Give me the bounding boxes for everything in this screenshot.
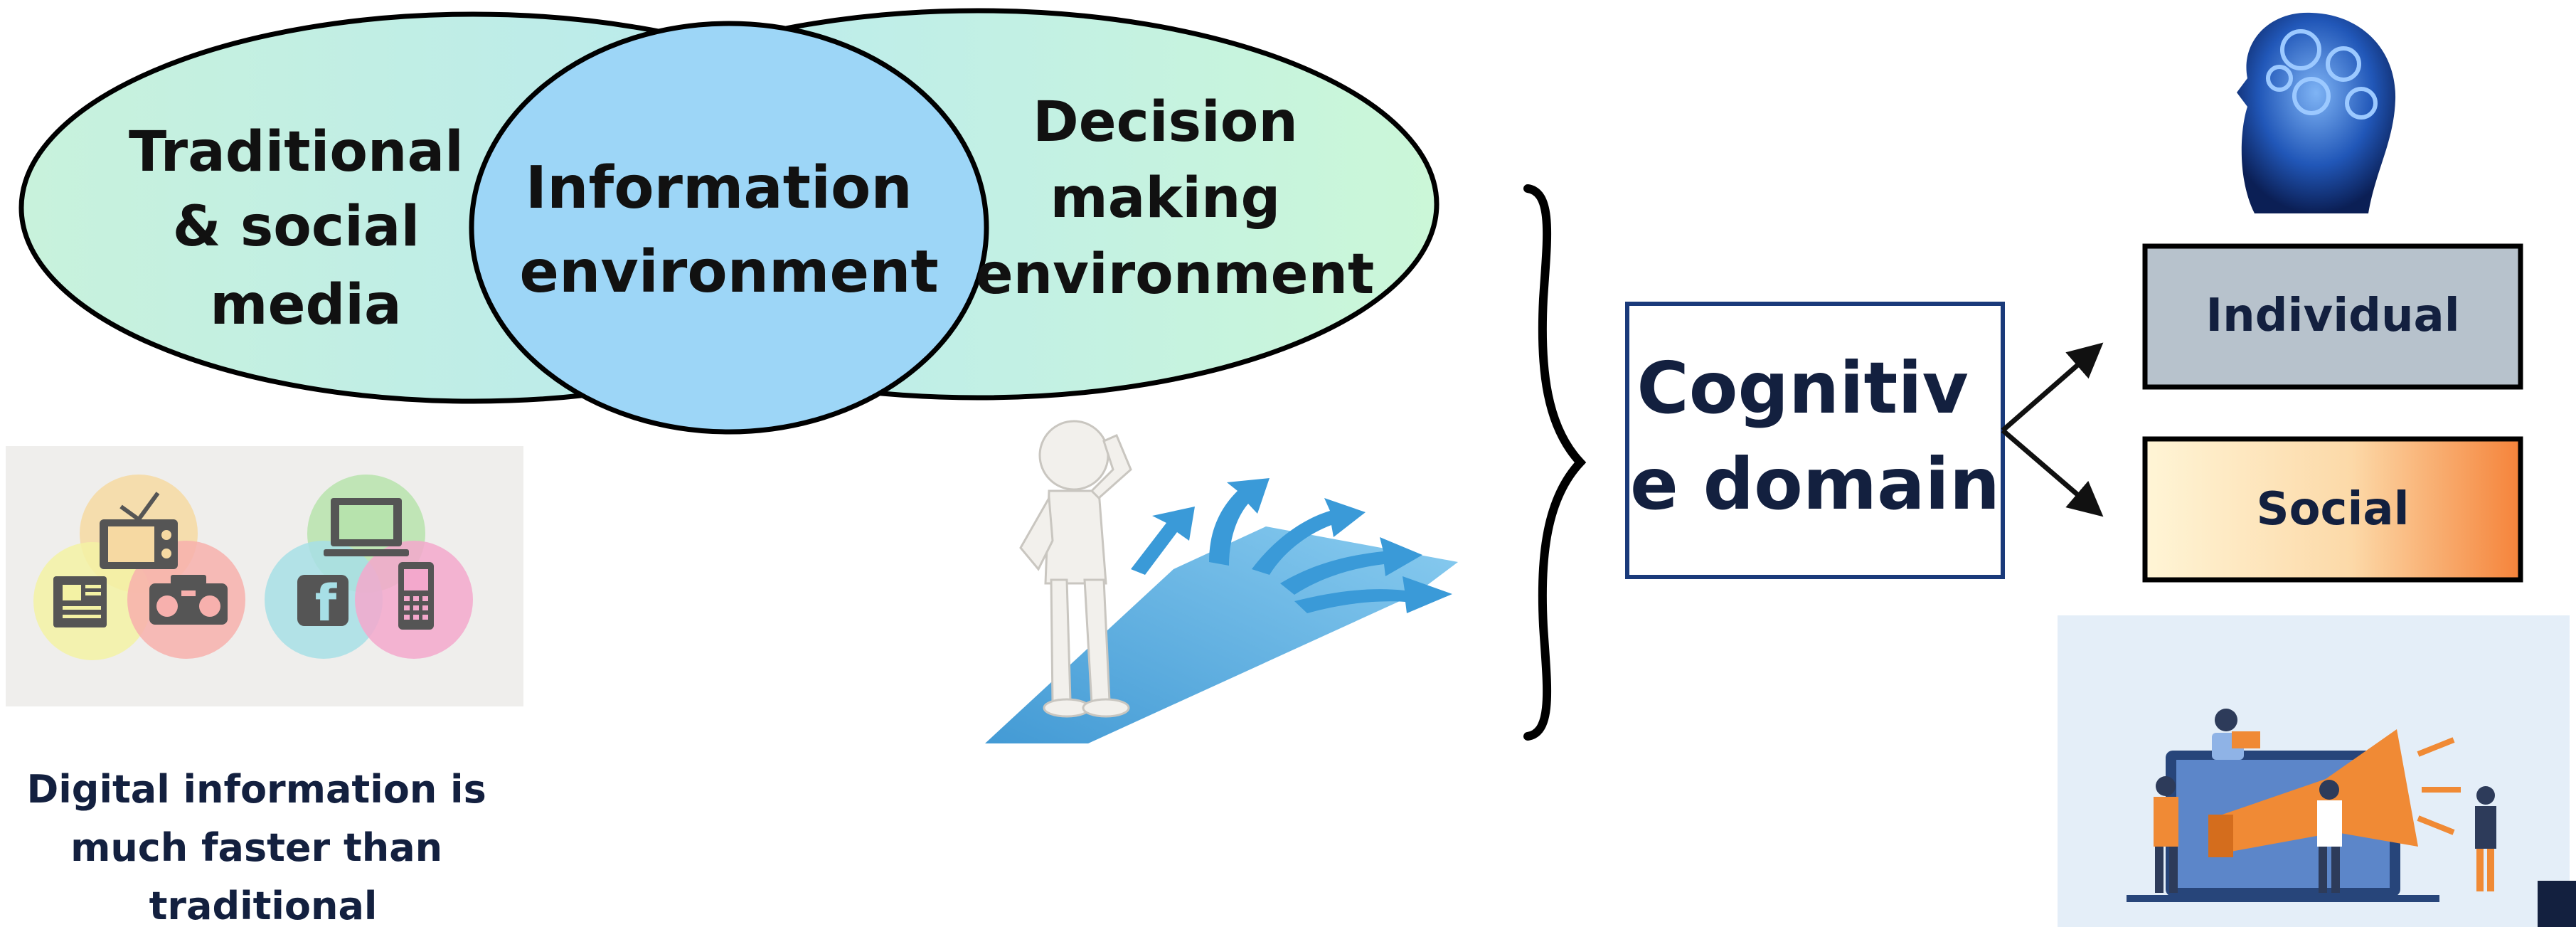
thinking-person-icon <box>1019 420 1132 718</box>
person-icon <box>2317 780 2342 893</box>
direction-arrow-3 <box>1252 498 1366 575</box>
media-icons-image: f <box>6 446 523 706</box>
svg-text:f: f <box>315 574 338 632</box>
person-icon <box>2212 709 2260 760</box>
social-box: Social <box>2142 436 2523 583</box>
tv-icon <box>100 492 178 569</box>
venn-center-label: Information environment <box>519 154 938 306</box>
cognitive-domain-box: Cognitiv e domain <box>1625 302 2005 579</box>
facebook-icon: f <box>297 574 348 632</box>
venn-center-ellipse <box>469 21 989 435</box>
decision-crossroads-image <box>985 420 1458 743</box>
megaphone-icon <box>2208 729 2461 857</box>
person-icon <box>2475 786 2496 891</box>
venn-right-label: Decision making environment <box>976 90 1375 307</box>
individual-box: Individual <box>2142 243 2523 390</box>
arrow-to-social <box>2001 428 2104 517</box>
social-label: Social <box>2256 483 2409 536</box>
venn-diagram: Traditional & social media Information e… <box>18 8 1439 435</box>
individual-label: Individual <box>2205 290 2459 342</box>
direction-arrow-5 <box>1294 576 1452 613</box>
digital-information-caption: Digital information is much faster than … <box>26 767 499 927</box>
corner-marker <box>2538 881 2576 927</box>
radio-icon <box>149 575 228 625</box>
direction-arrow-4 <box>1280 537 1422 595</box>
arrow-to-individual <box>2001 342 2104 433</box>
mobile-phone-icon <box>398 562 434 630</box>
venn-left-label: Traditional & social media <box>129 120 483 337</box>
cognitive-domain-label: Cognitiv e domain <box>1630 346 2000 526</box>
curly-brace <box>1523 184 1587 741</box>
direction-arrow-2 <box>1209 478 1270 566</box>
person-icon <box>2154 776 2178 893</box>
computer-icon <box>324 498 409 556</box>
newspaper-icon <box>53 576 107 627</box>
brain-gears-head-image <box>2237 12 2396 214</box>
megaphone-people-image <box>2058 615 2570 927</box>
direction-arrow-1 <box>1131 507 1195 575</box>
